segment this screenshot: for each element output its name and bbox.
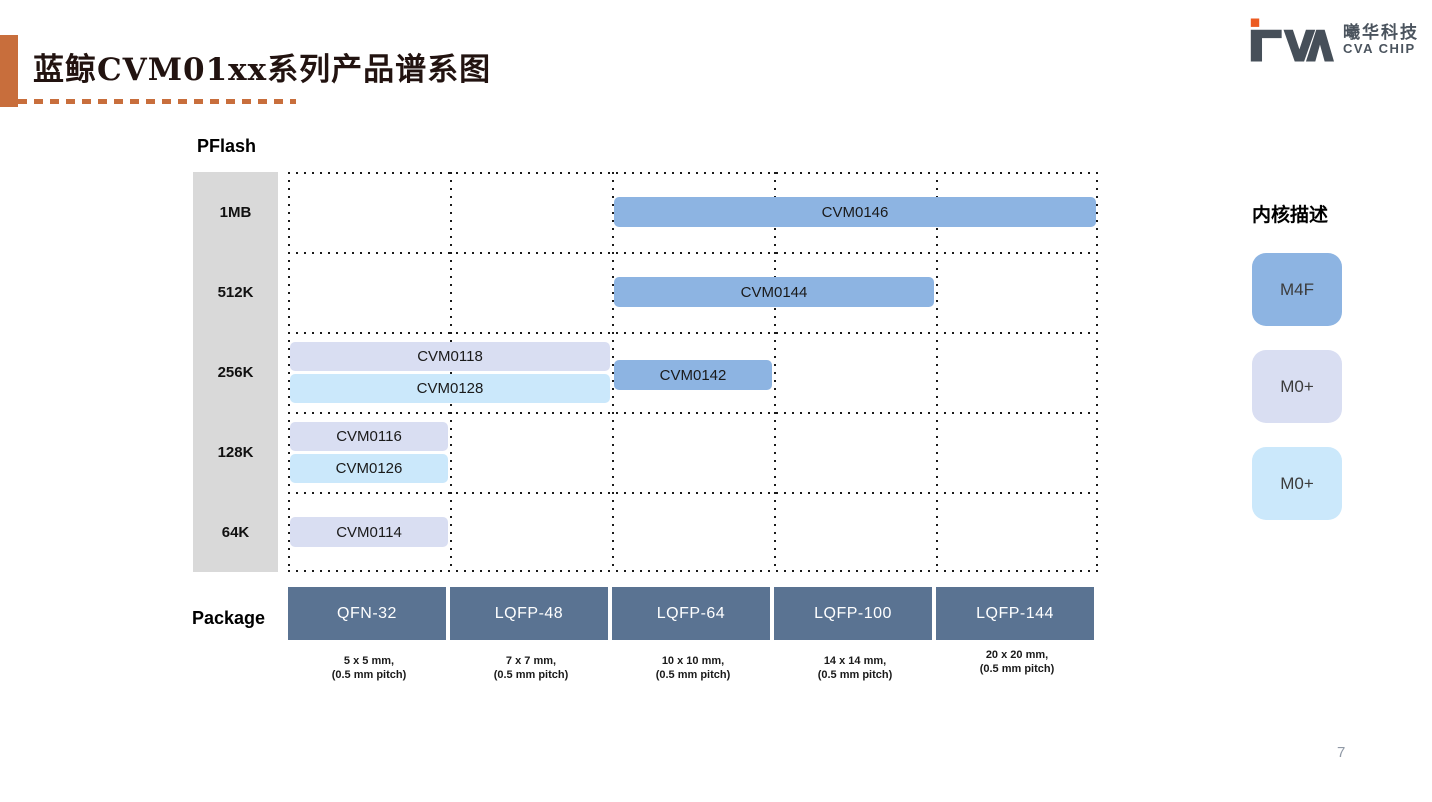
package-dimension: 10 x 10 mm, (0.5 mm pitch) xyxy=(612,654,774,682)
product-bar: CVM0126 xyxy=(290,454,448,483)
logo-text: 曦华科技 CVA CHIP xyxy=(1343,22,1419,57)
cva-logo-icon xyxy=(1250,18,1334,62)
product-bar: CVM0144 xyxy=(614,277,934,307)
legend-core-box: M4F xyxy=(1252,253,1342,326)
pflash-row-label: 256K xyxy=(217,363,254,381)
grid-line-horizontal xyxy=(288,172,1098,174)
package-dimension-line2: (0.5 mm pitch) xyxy=(979,663,1055,675)
pflash-row-label: 64K xyxy=(221,523,250,541)
package-dimension-line1: 5 x 5 mm, xyxy=(343,655,395,667)
package-dimension-line2: (0.5 mm pitch) xyxy=(331,669,407,681)
package-box: LQFP-100 xyxy=(774,587,932,640)
grid-line-vertical xyxy=(288,172,290,572)
package-dimension-line1: 20 x 20 mm, xyxy=(985,649,1049,661)
logo-company-name-en: CVA CHIP xyxy=(1343,41,1416,57)
package-dimension: 20 x 20 mm, (0.5 mm pitch) xyxy=(936,648,1098,676)
logo-company-name-cn: 曦华科技 xyxy=(1343,22,1419,42)
package-dimension: 14 x 14 mm, (0.5 mm pitch) xyxy=(774,654,936,682)
pflash-axis-column: 1MB 512K 256K 128K 64K xyxy=(193,172,278,572)
grid-line-vertical xyxy=(450,172,452,572)
grid-line-vertical xyxy=(612,172,614,572)
title-dashed-underline xyxy=(18,99,296,104)
legend-core-box: M0+ xyxy=(1252,447,1342,520)
product-bar: CVM0116 xyxy=(290,422,448,451)
product-bar: CVM0114 xyxy=(290,517,448,547)
page-title: 蓝鲸CVM01xx系列产品谱系图 xyxy=(33,52,492,88)
grid-line-horizontal xyxy=(288,412,1098,414)
grid-line-horizontal xyxy=(288,492,1098,494)
product-bar: CVM0142 xyxy=(614,360,772,390)
pflash-row-label: 1MB xyxy=(219,203,252,221)
pflash-row-label: 512K xyxy=(217,283,254,301)
grid-line-vertical xyxy=(936,172,938,572)
package-dimension-line2: (0.5 mm pitch) xyxy=(655,669,731,681)
legend-items: M4F M0+ M0+ xyxy=(1252,253,1344,520)
package-dimension-line1: 14 x 14 mm, xyxy=(823,655,887,667)
title-accent-bar xyxy=(0,35,18,107)
package-box: LQFP-64 xyxy=(612,587,770,640)
grid-line-horizontal xyxy=(288,252,1098,254)
package-dimension-line2: (0.5 mm pitch) xyxy=(817,669,893,681)
package-box: LQFP-144 xyxy=(936,587,1094,640)
grid-line-horizontal xyxy=(288,570,1098,572)
package-box: LQFP-48 xyxy=(450,587,608,640)
package-dimensions-row: 5 x 5 mm, (0.5 mm pitch) 7 x 7 mm, (0.5 mm … xyxy=(288,649,1098,696)
company-logo: 曦华科技 CVA CHIP xyxy=(1248,18,1419,62)
package-box: QFN-32 xyxy=(288,587,446,640)
package-dimension-line1: 7 x 7 mm, xyxy=(505,655,557,667)
grid-line-horizontal xyxy=(288,332,1098,334)
x-axis-title: Package xyxy=(192,608,266,628)
grid-line-vertical xyxy=(774,172,776,572)
product-bar: CVM0128 xyxy=(290,374,610,403)
package-dimension-line2: (0.5 mm pitch) xyxy=(493,669,569,681)
package-dimension: 7 x 7 mm, (0.5 mm pitch) xyxy=(450,654,612,682)
product-bar: CVM0146 xyxy=(614,197,1096,227)
package-dimension-line1: 10 x 10 mm, xyxy=(661,655,725,667)
pflash-row-label: 128K xyxy=(217,443,254,461)
core-legend: 内核描述 M4F M0+ M0+ xyxy=(1252,200,1344,544)
grid-line-vertical xyxy=(1096,172,1098,572)
product-bar: CVM0118 xyxy=(290,342,610,371)
page-number: 7 xyxy=(1337,744,1346,761)
package-dimension: 5 x 5 mm, (0.5 mm pitch) xyxy=(288,654,450,682)
y-axis-title: PFlash xyxy=(197,136,257,156)
legend-title: 内核描述 xyxy=(1252,205,1329,226)
legend-core-box: M0+ xyxy=(1252,350,1342,423)
